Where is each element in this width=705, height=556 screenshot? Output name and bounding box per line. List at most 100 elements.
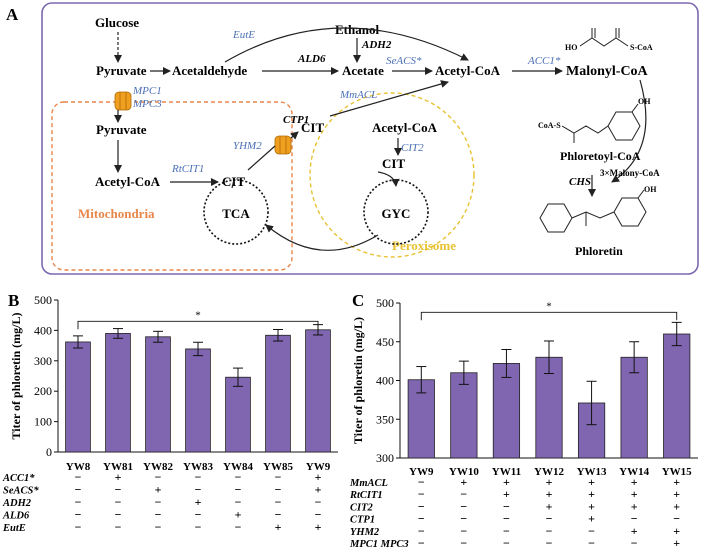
genotype-mark: −: [631, 536, 638, 550]
x-tick-label: YW81: [103, 461, 133, 473]
genotype-mark: −: [115, 495, 122, 509]
enzyme-acc1: ACC1*: [527, 55, 561, 67]
genotype-gene-label: EutE: [2, 523, 26, 534]
genotype-mark: −: [546, 524, 553, 538]
node-phloretin: Phloretin: [575, 244, 623, 258]
genotype-mark: +: [673, 524, 680, 538]
genotype-mark: −: [155, 470, 162, 484]
genotype-gene-label: ACC1*: [2, 473, 35, 484]
y-tick-label: 0: [46, 445, 52, 459]
x-tick-label: YW15: [662, 466, 692, 478]
genotype-mark: −: [503, 536, 510, 550]
y-axis-label: Titer of phloretin (mg/L): [351, 317, 365, 444]
phloretin-oh-text: OH: [644, 185, 657, 194]
bar-YW82: [145, 336, 171, 453]
genotype-mark: −: [460, 512, 467, 526]
genotype-mark: +: [673, 499, 680, 513]
genotype-mark: −: [115, 520, 122, 534]
genotype-mark: +: [546, 475, 553, 489]
genotype-mark: +: [631, 487, 638, 501]
genotype-mark: −: [460, 524, 467, 538]
y-tick-label: 500: [376, 296, 394, 310]
x-tick-label: YW84: [223, 461, 253, 473]
peroxisome-compartment: [309, 92, 475, 258]
genotype-mark: −: [235, 470, 242, 484]
genotype-gene-label: ALD6: [2, 511, 30, 522]
genotype-mark: −: [460, 536, 467, 550]
genotype-mark: +: [503, 475, 510, 489]
genotype-mark: −: [503, 524, 510, 538]
y-tick-label: 400: [34, 323, 52, 337]
genotype-mark: −: [235, 495, 242, 509]
significance-bracket: [420, 311, 678, 321]
genotype-mark: +: [588, 487, 595, 501]
genotype-mark: −: [418, 524, 425, 538]
genotype-mark: +: [673, 536, 680, 550]
y-tick-label: 100: [34, 415, 52, 429]
cell-frame: [41, 2, 699, 275]
genotype-mark: +: [315, 520, 322, 534]
genotype-mark: −: [275, 470, 282, 484]
tca-label: TCA: [222, 206, 250, 221]
genotype-mark: −: [460, 499, 467, 513]
genotype-mark: −: [315, 495, 322, 509]
significance-bracket: [77, 320, 319, 330]
genotype-mark: +: [315, 470, 322, 484]
enzyme-yhm2: YHM2: [233, 140, 262, 152]
enzyme-mpc1: MPC1: [132, 85, 162, 97]
x-tick-label: YW14: [619, 466, 649, 478]
genotype-gene-label: ADH2: [2, 498, 32, 509]
genotype-mark: −: [195, 520, 202, 534]
genotype-mark: +: [315, 483, 322, 497]
node-glucose: Glucose: [95, 15, 139, 30]
y-tick-label: 300: [34, 354, 52, 368]
bar-YW9: [305, 329, 331, 453]
genotype-mark: +: [673, 475, 680, 489]
panel-a-label: A: [6, 5, 19, 24]
malonyl-scoa-text: S-CoA: [630, 43, 653, 52]
panel-a-pathway: A Mitochondria Peroxisome TCA GYC Glucos…: [6, 2, 699, 275]
node-cyto-cit: CIT: [301, 120, 324, 135]
genotype-mark: −: [155, 495, 162, 509]
phloretoyl-coas-text: CoA-S: [538, 121, 561, 130]
mitochondria-compartment: [51, 101, 293, 271]
genotype-mark: −: [503, 512, 510, 526]
genotype-mark: +: [631, 524, 638, 538]
genotype-gene-label: RtCIT1: [349, 490, 383, 501]
genotype-mark: +: [275, 520, 282, 534]
pathway-arrows: [114, 27, 647, 251]
genotype-mark: −: [588, 524, 595, 538]
genotype-mark: +: [546, 499, 553, 513]
bar-YW83: [185, 348, 211, 453]
node-mito-acetyl-coa: Acetyl-CoA: [95, 174, 161, 189]
genotype-mark: +: [546, 487, 553, 501]
y-tick-label: 500: [34, 293, 52, 307]
genotype-gene-label: CTP1: [350, 515, 375, 526]
genotype-mark: −: [235, 520, 242, 534]
x-tick-label: YW12: [534, 466, 564, 478]
y-axis-label: Titer of phloretin (mg/L): [9, 313, 23, 440]
genotype-mark: −: [546, 536, 553, 550]
genotype-mark: −: [673, 512, 680, 526]
bar-YW15: [663, 333, 691, 459]
genotype-mark: −: [418, 475, 425, 489]
significance-star: *: [195, 309, 201, 321]
node-phloretoyl-coa: Phloretoyl-CoA: [560, 149, 641, 163]
genotype-mark: −: [503, 499, 510, 513]
node-perox-acetyl-coa: Acetyl-CoA: [372, 120, 438, 135]
enzyme-cit2: CIT2: [401, 142, 424, 154]
mitochondria-label: Mitochondria: [78, 206, 155, 221]
genotype-mark: +: [588, 499, 595, 513]
genotype-mark: +: [115, 470, 122, 484]
phloretin-structure-icon: OH: [539, 185, 657, 233]
enzyme-chs: CHS: [569, 176, 591, 188]
genotype-mark: −: [75, 508, 82, 522]
bar-YW11: [492, 363, 521, 459]
bar-YW12: [535, 356, 563, 459]
node-acetaldehyde: Acetaldehyde: [172, 63, 247, 78]
genotype-mark: −: [275, 483, 282, 497]
